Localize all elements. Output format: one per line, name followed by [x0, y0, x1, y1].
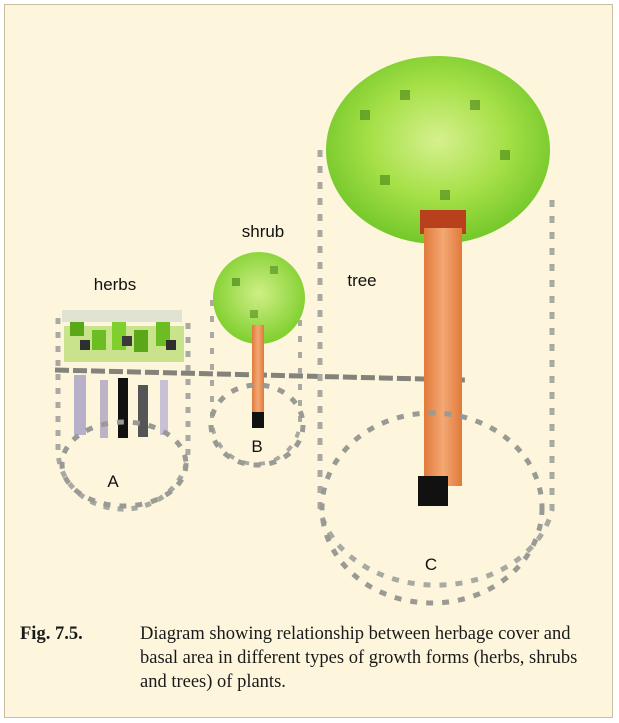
shrub-canopy [213, 252, 305, 344]
label-c: C [425, 555, 437, 574]
herbs-outline [55, 318, 191, 512]
tree-trunk [424, 228, 462, 486]
shrub-outline [210, 300, 302, 466]
shrub-label: shrub [242, 222, 285, 241]
herbs-figure [55, 310, 191, 512]
label-a: A [107, 472, 119, 491]
tree-figure [317, 56, 555, 606]
label-b: B [251, 437, 262, 456]
caption-text: Diagram showing relationship between her… [140, 624, 578, 692]
shrub-figure [208, 252, 306, 468]
caption-number: Fig. 7.5. [20, 624, 83, 644]
tree-label: tree [347, 271, 376, 290]
herbs-base-ellipse [59, 419, 189, 509]
tree-canopy [326, 56, 550, 244]
shrub-base-ellipse [208, 382, 306, 468]
herbs-label: herbs [94, 275, 137, 294]
tree-base-ellipse [319, 410, 545, 606]
shrub-trunk [252, 325, 264, 417]
